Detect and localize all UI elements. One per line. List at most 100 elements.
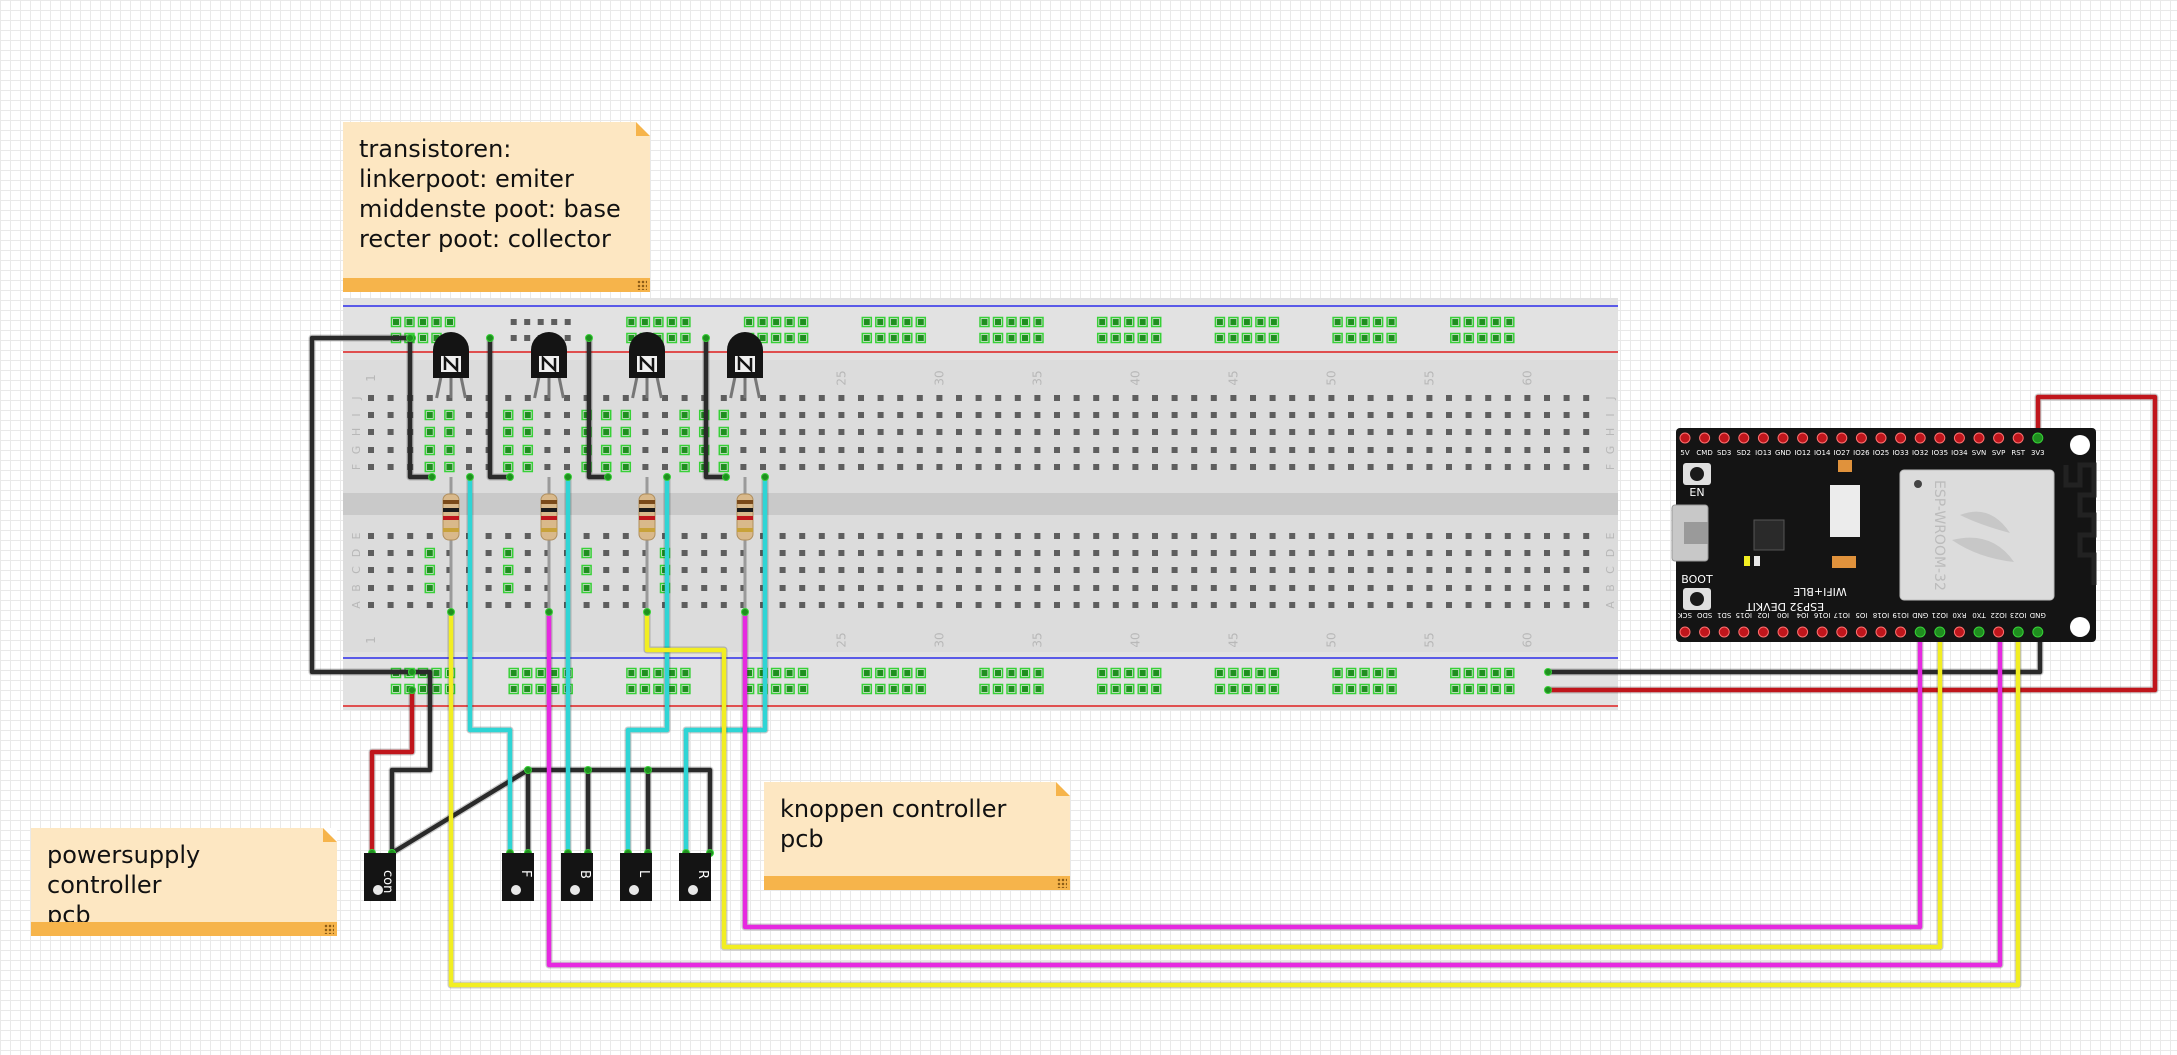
esp32-pin[interactable] — [2032, 626, 2044, 638]
esp32-pin[interactable] — [2032, 432, 2044, 444]
breadboard-hole — [1406, 533, 1413, 539]
breadboard-hole — [1446, 447, 1452, 453]
breadboard-hole — [1216, 670, 1223, 676]
npn-transistor[interactable] — [727, 332, 763, 399]
boot-button-cap[interactable] — [1690, 592, 1704, 606]
breadboard-hole — [858, 447, 864, 453]
esp32-pin[interactable] — [1757, 626, 1769, 638]
esp32-pin[interactable] — [1816, 626, 1828, 638]
connector-b[interactable]: B — [561, 853, 593, 901]
esp32-pin[interactable] — [1718, 626, 1730, 638]
esp32-pin[interactable] — [1934, 432, 1946, 444]
hole-highlight — [1214, 683, 1226, 695]
note-powersupply[interactable]: powersupply controller pcb — [31, 828, 337, 936]
esp32-pin[interactable] — [1718, 432, 1730, 444]
esp32-pin[interactable] — [1836, 432, 1848, 444]
esp32-pin[interactable] — [1993, 432, 2005, 444]
breadboard-hole — [1014, 585, 1021, 591]
breadboard-hole — [916, 429, 923, 435]
resistor-band — [737, 508, 753, 512]
resistor[interactable] — [540, 477, 558, 612]
breadboard-hole — [1093, 464, 1100, 470]
esp32-pin[interactable] — [1875, 432, 1887, 444]
connector-con[interactable]: con — [364, 853, 396, 901]
esp32-pin[interactable] — [1973, 626, 1985, 638]
esp32-pin[interactable] — [1855, 626, 1867, 638]
breadboard-hole — [426, 550, 433, 556]
npn-transistor[interactable] — [629, 332, 665, 399]
breadboard-hole — [681, 533, 688, 539]
breadboard-hole — [622, 412, 629, 418]
esp32-pin[interactable] — [1855, 432, 1867, 444]
wire-end — [524, 766, 532, 774]
n-icon — [541, 354, 557, 374]
breadboard-hole — [877, 464, 884, 470]
en-button-cap[interactable] — [1690, 467, 1704, 481]
npn-transistor[interactable] — [433, 332, 469, 399]
hole-highlight — [1504, 332, 1515, 344]
esp32-pin[interactable] — [1895, 626, 1907, 638]
breadboard-hole — [1367, 447, 1374, 453]
esp32-pin[interactable] — [1836, 626, 1848, 638]
note-fold — [636, 122, 650, 136]
esp32-pin[interactable] — [1914, 432, 1926, 444]
note-transistoren[interactable]: transistoren: linkerpoot: emiter middens… — [343, 122, 650, 292]
resistor[interactable] — [638, 477, 656, 612]
resistor[interactable] — [442, 477, 460, 612]
breadboard-hole — [917, 670, 924, 676]
breadboard-hole — [524, 533, 531, 539]
hole-highlight — [417, 316, 429, 328]
resize-grip-icon[interactable] — [324, 924, 334, 934]
esp32-pin[interactable] — [1993, 626, 2005, 638]
hole-highlight — [502, 444, 514, 456]
breadboard-hole — [799, 412, 806, 418]
connector-r[interactable]: R — [679, 853, 711, 901]
esp32-pin[interactable] — [1797, 432, 1809, 444]
connector-l[interactable]: L — [620, 853, 652, 901]
hole-highlight — [417, 683, 429, 695]
breadboard-hole — [622, 464, 629, 470]
breadboard-hole — [760, 447, 766, 453]
breadboard-hole — [642, 550, 649, 556]
breadboard-hole — [975, 533, 982, 539]
hole-highlight — [508, 683, 519, 695]
breadboard-hole — [1524, 533, 1531, 539]
esp32-pin[interactable] — [1738, 432, 1750, 444]
breadboard-hole — [1250, 550, 1256, 556]
breadboard-hole — [1132, 567, 1139, 573]
esp32-pin[interactable] — [1875, 626, 1887, 638]
esp32-pin[interactable] — [1953, 432, 1965, 444]
breadboard-hole — [1328, 447, 1335, 453]
esp32-pin[interactable] — [1816, 432, 1828, 444]
resistor[interactable] — [736, 477, 754, 612]
npn-transistor[interactable] — [531, 332, 567, 399]
esp32-pin[interactable] — [1934, 626, 1946, 638]
esp32-pin[interactable] — [1777, 432, 1789, 444]
esp32-pin[interactable] — [1973, 432, 1985, 444]
note-knoppen[interactable]: knoppen controller pcb — [764, 782, 1070, 890]
esp32-pin-label: IO33 — [1892, 449, 1908, 457]
breadboard-hole — [1191, 550, 1198, 556]
connector-f[interactable]: F — [502, 853, 534, 901]
esp32-pin-label: IO4 — [1796, 611, 1809, 619]
resize-grip-icon[interactable] — [1057, 878, 1067, 888]
esp32-pin[interactable] — [1699, 626, 1711, 638]
esp32-pin[interactable] — [1679, 432, 1691, 444]
resize-grip-icon[interactable] — [637, 280, 647, 290]
breadboard-hole — [668, 335, 675, 341]
breadboard-hole — [701, 567, 708, 573]
esp32-pin[interactable] — [2012, 626, 2024, 638]
esp32-pin[interactable] — [2012, 432, 2024, 444]
esp32-pin[interactable] — [1777, 626, 1789, 638]
breadboard-hole — [897, 550, 904, 556]
esp32-pin[interactable] — [1679, 626, 1691, 638]
esp32-pin[interactable] — [1953, 626, 1965, 638]
breadboard-hole — [863, 670, 870, 676]
esp32-pin[interactable] — [1738, 626, 1750, 638]
esp32-pin[interactable] — [1895, 432, 1907, 444]
esp32-pin[interactable] — [1797, 626, 1809, 638]
esp32-pin[interactable] — [1699, 432, 1711, 444]
esp32-pin[interactable] — [1757, 432, 1769, 444]
esp32-pin[interactable] — [1914, 626, 1926, 638]
